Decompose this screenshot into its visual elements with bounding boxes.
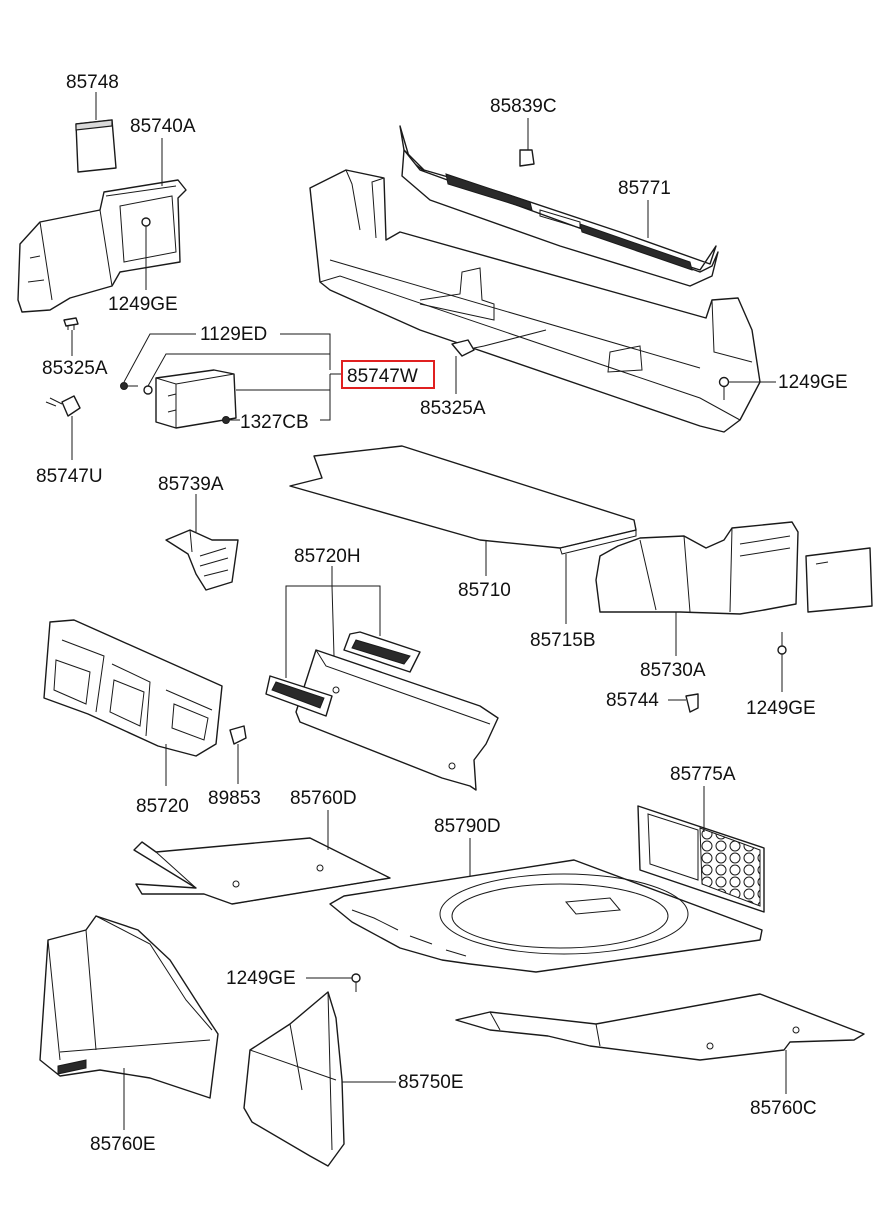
part-85740A-trim [17,179,187,313]
part-85750E-trim [243,991,345,1167]
label-85760C[interactable]: 85760C [750,1098,817,1119]
label-85747U[interactable]: 85747U [36,466,103,487]
screw-1249GE-b [718,376,730,400]
clip-85325A-a [63,317,79,330]
leader-1129ED [123,333,331,383]
label-85740A[interactable]: 85740A [130,116,196,137]
part-85739A-bracket [165,529,239,591]
screw-1249GE-a [141,217,151,240]
label-1249GE-c[interactable]: 1249GE [746,698,816,719]
part-85748-pad [75,119,117,173]
screw-1129ED [120,382,138,390]
label-85790D[interactable]: 85790D [434,816,501,837]
part-85760C-mat [455,993,865,1061]
label-85748[interactable]: 85748 [66,72,119,93]
highlight-box-85747W [341,360,435,389]
label-89853[interactable]: 89853 [208,788,261,809]
clip-89853 [229,725,247,745]
part-85775A-net [637,805,765,913]
part-85771-upper-trim [399,125,719,287]
label-1249GE-a[interactable]: 1249GE [108,294,178,315]
label-85325A-b[interactable]: 85325A [420,398,486,419]
leader-washer [147,353,330,387]
label-85715B[interactable]: 85715B [530,630,596,651]
screw-1249GE-c [777,632,787,655]
label-85760E[interactable]: 85760E [90,1134,156,1155]
part-85710-board [289,445,637,555]
label-85760D[interactable]: 85760D [290,788,357,809]
label-1129ED[interactable]: 1129ED [200,324,267,345]
part-85720-grid-panel [43,619,223,757]
label-85771[interactable]: 85771 [618,178,671,199]
part-85720H-cover-upper [343,631,421,673]
part-85760D-mat [133,837,391,905]
leader-85325A-b [455,329,547,394]
part-85747W-bracket [155,369,237,429]
screw-1249GE-d [351,973,361,992]
washer [143,385,153,395]
part-85730A-box [805,547,873,613]
label-1249GE-d[interactable]: 1249GE [226,968,296,989]
leader-85747W [236,373,342,391]
label-85730A[interactable]: 85730A [640,660,706,681]
clip-85839C [519,149,535,167]
label-85739A[interactable]: 85739A [158,474,224,495]
label-85710[interactable]: 85710 [458,580,511,601]
clip-85747U [45,395,81,417]
nut-1327CB [222,416,230,424]
label-85747W[interactable]: 85747W [347,366,418,387]
clip-85744 [685,693,699,713]
label-85325A-a[interactable]: 85325A [42,358,108,379]
label-1327CB[interactable]: 1327CB [240,412,309,433]
clip-85325A-b [451,339,485,357]
label-85744[interactable]: 85744 [606,690,659,711]
label-85720H[interactable]: 85720H [294,546,361,567]
part-85760E-side-trim [39,915,219,1099]
leader-85720H [285,566,381,678]
label-85750E[interactable]: 85750E [398,1072,464,1093]
part-85790D-floor [329,859,763,973]
label-85720[interactable]: 85720 [136,796,189,817]
leader-1327CB [230,390,331,421]
label-1249GE-b[interactable]: 1249GE [778,372,848,393]
part-85720H-panel [295,649,499,791]
part-85730A-side-trim [595,521,799,615]
label-85775A[interactable]: 85775A [670,764,736,785]
label-85839C[interactable]: 85839C [490,96,557,117]
part-85720H-cover-lower [265,675,333,717]
